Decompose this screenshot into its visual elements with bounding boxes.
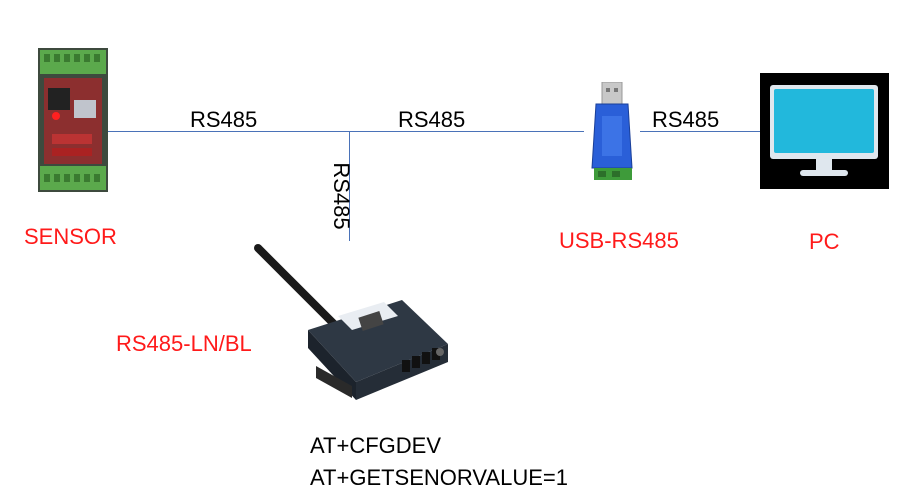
at-command-cfgdev: AT+CFGDEV — [310, 433, 442, 458]
usb-rs485-label: USB-RS485 — [559, 228, 679, 253]
pc-label: PC — [809, 229, 840, 254]
link-label-vertical: RS485 — [329, 162, 354, 230]
sensor-board-icon — [38, 48, 108, 192]
usb-adapter-icon — [588, 81, 638, 180]
rs485-gateway-icon — [252, 242, 452, 410]
wire-sensor-to-usb — [108, 131, 584, 132]
link-label-sensor-segment: RS485 — [190, 107, 258, 132]
wire-usb-to-pc — [640, 131, 760, 132]
sensor-label: SENSOR — [24, 224, 117, 249]
at-command-getsensorvalue: AT+GETSENORVALUE=1 — [310, 465, 568, 490]
monitor-icon — [760, 73, 889, 189]
gateway-label: RS485-LN/BL — [116, 331, 252, 356]
wire-branch-vertical — [349, 131, 350, 241]
link-label-pc-segment: RS485 — [652, 107, 720, 132]
link-label-usb-segment: RS485 — [398, 107, 466, 132]
